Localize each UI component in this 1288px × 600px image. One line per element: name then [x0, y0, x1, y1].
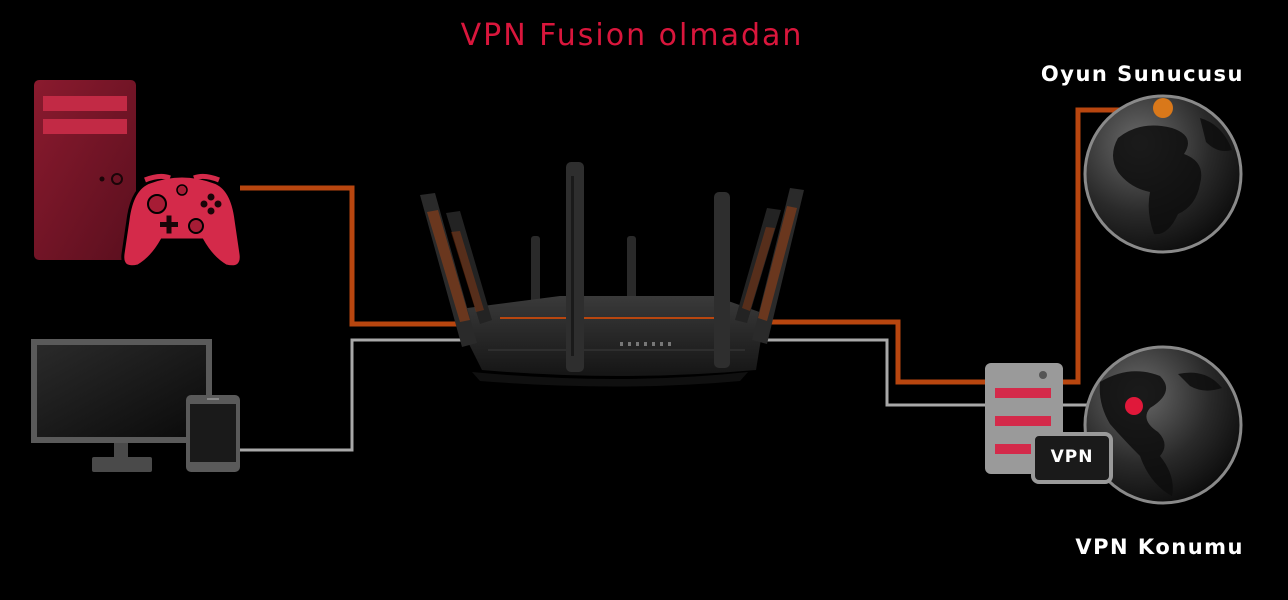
device-connection-line: [240, 338, 465, 452]
smartphone-icon: [186, 395, 240, 472]
vpn-badge: [1031, 432, 1113, 484]
game-server-pin-icon: [1153, 98, 1173, 118]
pc-tower-icon: [34, 80, 136, 260]
router-to-vpn-gray-line: [760, 338, 1130, 407]
router-icon: [420, 162, 804, 387]
game-server-label: Oyun Sunucusu: [1040, 62, 1244, 86]
vpn-badge-label: VPN: [1050, 447, 1094, 467]
vpn-location-label: VPN Konumu: [1075, 535, 1244, 559]
vpn-location-pin-icon: [1125, 397, 1143, 415]
game-server-globe-icon: [1083, 94, 1243, 254]
game-connection-line: [240, 185, 465, 327]
gamepad-icon: [121, 173, 243, 269]
vpn-location-globe-icon: [1083, 345, 1243, 505]
monitor-icon: [31, 339, 212, 472]
diagram-title: VPN Fusion olmadan: [460, 18, 804, 53]
